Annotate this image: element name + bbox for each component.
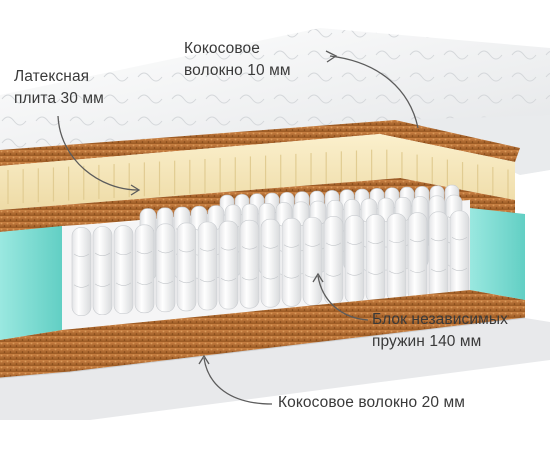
spring-pocket (197, 221, 218, 311)
foam-edge-right (470, 208, 525, 300)
spring-seam (283, 244, 300, 279)
arrow-springs (317, 275, 369, 321)
spring-pocket (260, 218, 281, 308)
spring-pocket (407, 212, 428, 302)
spring-seam (262, 245, 279, 280)
spring-seam (136, 250, 153, 285)
coir-bottom-layer (0, 290, 525, 378)
label-coir-bottom: Кокосовое волокно 20 мм (278, 392, 465, 414)
label-coir-top-line2: волокно 10 мм (184, 62, 291, 79)
spring-seam (325, 242, 342, 277)
label-coir-top-line1: Кокосовое (184, 40, 260, 57)
coir-top-layer (0, 120, 520, 166)
bottom-cover (0, 317, 550, 420)
label-springs-line1: Блок независимых (372, 311, 508, 328)
spring-seam (73, 253, 90, 288)
spring-pocket (176, 222, 197, 312)
spring-seam (241, 246, 258, 281)
spring-pocket (92, 226, 113, 315)
spring-seam (367, 240, 384, 275)
spring-pocket (449, 210, 470, 300)
arrow-coir-top (329, 55, 419, 129)
arrow-latex (57, 115, 139, 191)
spring-seam (451, 237, 468, 272)
spring-pocket (281, 217, 302, 307)
spring-pocket (302, 217, 323, 306)
foam-edge-left (0, 226, 62, 340)
spring-pocket (71, 227, 92, 316)
spring-pocket (428, 211, 449, 301)
latex-ridges (7, 149, 509, 204)
spring-pocket (218, 220, 239, 310)
arrow-latex-head (130, 184, 141, 196)
spring-pocket (323, 216, 344, 305)
spring-block (62, 184, 470, 330)
spring-seam (178, 249, 195, 284)
spring-seam (94, 252, 111, 287)
spring-seam (409, 238, 426, 273)
arrow-coir-bottom-head (198, 354, 210, 365)
spring-seam (346, 241, 363, 276)
spring-columns (71, 184, 470, 316)
spring-seam (388, 239, 405, 274)
spring-pocket (386, 213, 407, 302)
label-latex-line1: Латексная (14, 68, 90, 85)
label-coir-top: Кокосовое волокно 10 мм (184, 38, 291, 82)
label-coir-bottom-line1: Кокосовое волокно 20 мм (278, 394, 465, 411)
spring-seam (220, 247, 237, 282)
spring-seam (199, 248, 216, 283)
label-latex-layer: Латексная плита 30 мм (14, 66, 104, 110)
spring-pocket (365, 214, 386, 303)
annotation-arrows (57, 50, 419, 405)
arrow-springs-head (312, 272, 324, 283)
spring-pocket (155, 223, 176, 313)
latex-layer (0, 134, 515, 210)
spring-pocket (344, 215, 365, 304)
arrow-coir-top-head (325, 50, 338, 63)
spring-seam (115, 251, 132, 286)
spring-seam (430, 237, 447, 272)
label-springs-line2: пружин 140 мм (372, 333, 482, 350)
label-spring-block: Блок независимых пружин 140 мм (372, 309, 508, 353)
spring-pocket (239, 219, 260, 309)
spring-seam (157, 250, 174, 284)
spring-pocket (134, 224, 155, 314)
label-latex-line2: плита 30 мм (14, 90, 104, 107)
spring-pocket (113, 225, 134, 315)
arrow-coir-bottom (203, 357, 273, 405)
